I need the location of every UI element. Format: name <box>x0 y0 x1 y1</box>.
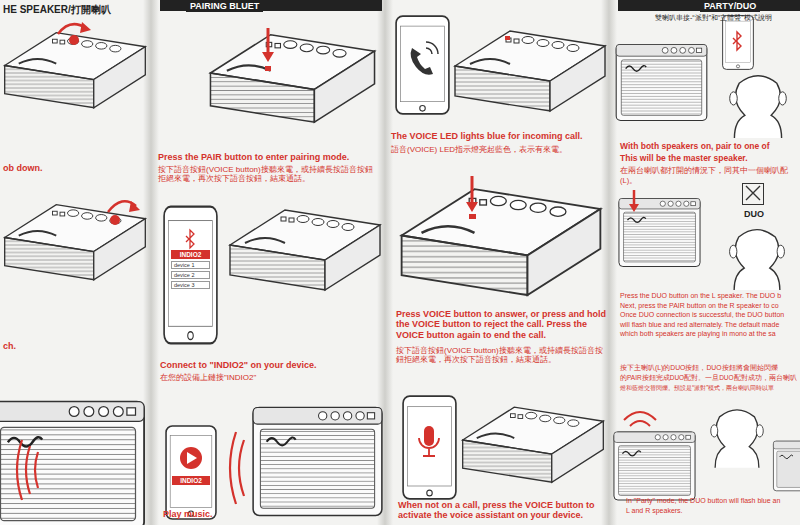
speaker-illustration <box>0 22 145 525</box>
phone-screen-label: INDIO2 <box>172 476 210 486</box>
voice-button <box>469 214 476 219</box>
speaker-front-view <box>619 199 700 267</box>
red-knob <box>110 215 120 225</box>
instruction-text: L and R speakers. <box>626 507 683 515</box>
voice-led <box>505 36 510 40</box>
instruction-text: ch. <box>3 341 16 351</box>
press-arrow <box>471 176 474 204</box>
instruction-text: When not on a call, press the VOICE butt… <box>398 500 608 521</box>
speaker-top-view <box>402 189 601 295</box>
arrow-head <box>262 52 274 62</box>
button-label: DUO <box>731 209 777 219</box>
duo-button-box: DUO <box>742 183 764 205</box>
device-name: INDIO2 <box>172 476 210 485</box>
smartphone <box>723 16 754 70</box>
speaker-top-view <box>5 205 146 280</box>
instruction-text: The VOICE LED lights blue for incoming c… <box>391 131 615 141</box>
phone-call-icon <box>411 48 433 75</box>
smartphone <box>166 426 216 519</box>
speaker-front-view <box>614 432 695 500</box>
speaker-front-view <box>253 408 382 516</box>
speaker-top-view <box>455 31 605 111</box>
section-header: PARTY/DUO <box>700 0 760 12</box>
speaker-front-view <box>0 402 144 525</box>
section-header: PAIRING BLUET <box>186 0 263 12</box>
instruction-text: will flash blue and red alternately. The… <box>620 321 779 329</box>
listener-head <box>711 410 764 468</box>
sound-waves <box>624 412 656 426</box>
speaker-illustration <box>614 16 800 500</box>
play-triangle <box>187 452 197 464</box>
device-list-item: device 2 <box>171 271 210 279</box>
instruction-text: (L)。 <box>620 177 637 186</box>
pair-button <box>265 66 271 71</box>
bluetooth-icon <box>733 32 741 50</box>
instruction-text: Play music. <box>163 509 213 519</box>
instruction-text: 在您的設備上鏈接"INDIO2" <box>160 373 256 382</box>
section-header: 雙喇叭串接-“派對”和“立體聲”模式說明 <box>655 14 772 22</box>
instruction-text: 按下語音按鈕(VOICE button)接聽來電，或持續長按語音按鈕拒絕來電，再… <box>396 346 608 364</box>
instruction-text: 語音(VOICE) LED指示燈亮起藍色，表示有來電。 <box>391 145 567 154</box>
duo-icon <box>746 186 760 200</box>
instruction-text: 按下主喇叭(L)的DUO按鈕，DUO按鈕將會開始閃爍 <box>620 364 778 372</box>
microphone-stand <box>419 438 439 456</box>
device-list-item: device 3 <box>171 281 210 289</box>
instruction-text: 按下語音按鈕(VOICE button)接聽來電，或持續長按語音按鈕拒絕來電，再… <box>158 165 380 183</box>
arrow-head <box>629 204 639 212</box>
instruction-text: Press the PAIR button to enter pairing m… <box>158 152 390 162</box>
microphone-icon <box>424 426 434 446</box>
instruction-text: Connect to "INDIO2" on your device. <box>160 360 382 370</box>
phone-screen-list: INDIO2 device 1 device 2 device 3 <box>171 250 210 290</box>
speaker-top-view <box>463 407 604 482</box>
speaker-illustration <box>164 28 382 519</box>
listener-head <box>730 76 787 138</box>
speaker-top-view <box>210 35 374 123</box>
instruction-text: Press the DUO button on the L speaker. T… <box>620 292 781 300</box>
device-name: INDIO2 <box>171 250 210 259</box>
speaker-illustration <box>396 16 605 499</box>
instruction-text: In "Party" mode, the DUO button will fla… <box>626 497 780 505</box>
red-knob <box>69 35 79 45</box>
press-arrow <box>633 190 636 206</box>
sound-waves <box>17 440 38 500</box>
listener-head <box>730 230 785 290</box>
smartphone <box>403 396 456 499</box>
press-arrow <box>267 28 270 54</box>
paper-fold <box>143 0 159 525</box>
arrow-head <box>466 202 478 212</box>
smartphone <box>396 16 449 114</box>
arrow-head <box>129 201 140 212</box>
play-icon <box>180 447 202 469</box>
instruction-text: Press VOICE button to answer, or press a… <box>396 309 608 340</box>
arrow-head <box>80 22 91 33</box>
instruction-text: This will be the master speaker. <box>620 154 748 164</box>
instruction-text: ob down. <box>3 163 43 173</box>
smartphone <box>164 207 217 344</box>
bluetooth-icon <box>186 230 194 248</box>
device-list-item: device 1 <box>171 261 210 269</box>
speaker-front-view <box>616 45 707 121</box>
instruction-text: Next, press the PAIR button on the R spe… <box>620 302 779 310</box>
instruction-text: 燈和藍燈交替閃爍。預設是“派對”模式，兩台喇叭同時以單 <box>620 384 774 391</box>
speaker-top-view <box>230 210 380 290</box>
speaker-top-view <box>5 33 146 108</box>
instruction-text: Once DUO connection is successful, the D… <box>620 311 784 319</box>
instruction-text: With both speakers on, pair to one of <box>620 142 770 152</box>
instruction-text: 的PAIR按鈕完成DUO配對。一旦DUO配對成功，兩台喇叭 <box>620 374 797 381</box>
ring-waves <box>426 42 438 54</box>
sound-waves <box>230 432 244 504</box>
instruction-text: 在兩台喇叭都打開的情況下，同其中一個喇叭配 <box>620 167 788 176</box>
instruction-text: which both speakers are playing in mono … <box>620 330 776 338</box>
section-header: HE SPEAKER/打開喇叭 <box>3 4 111 16</box>
speaker-front-view <box>773 441 800 491</box>
